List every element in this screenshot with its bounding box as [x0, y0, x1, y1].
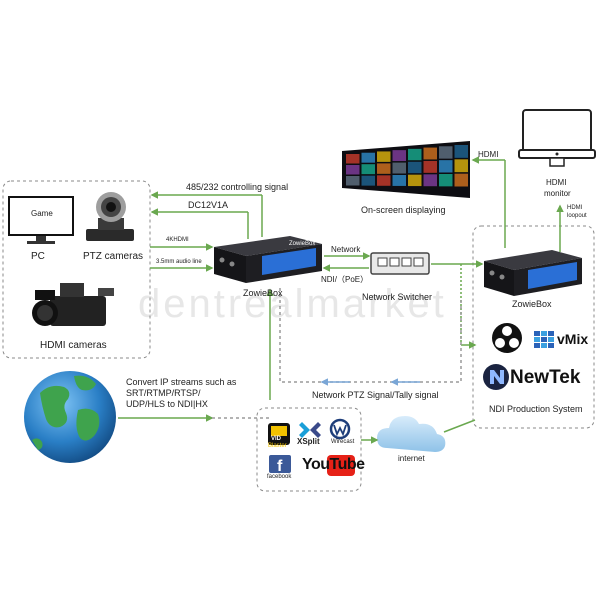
- pc-monitor-icon: [8, 196, 74, 244]
- vidblaster-logo: [268, 423, 290, 445]
- hdmi-monitor-label-2: monitor: [544, 189, 571, 198]
- newtek-label: NewTek: [510, 367, 581, 388]
- internet-label: internet: [398, 454, 425, 463]
- watermark-text: dentrealmarket: [138, 282, 447, 326]
- control-signal-label: 485/232 controlling signal: [186, 182, 289, 192]
- pc-label: PC: [31, 251, 45, 262]
- vidblaster-label-2: Blaster: [268, 443, 287, 449]
- connection-lines: [118, 156, 564, 444]
- xsplit-label: XSplit: [297, 437, 320, 446]
- cloud-icon: [377, 416, 446, 452]
- platforms-group-box: [256, 407, 362, 492]
- hdmi-cameras-label: HDMI cameras: [40, 340, 107, 351]
- network-switcher-label: Network Switcher: [362, 292, 433, 302]
- source-group-box: [2, 180, 151, 359]
- hdmi-loopout-label-2: loopout: [567, 213, 587, 219]
- zowiebox-brand-label: ZowieBox: [289, 241, 316, 247]
- youtube-label: YouTube: [302, 456, 365, 473]
- youtube-logo: [327, 455, 355, 476]
- ptz-cameras-label: PTZ cameras: [83, 251, 144, 262]
- power-label: DC12V1A: [188, 200, 229, 210]
- hdmi-monitor-icon: [518, 109, 596, 167]
- vidblaster-label-1: VID: [271, 436, 282, 442]
- hdmi-4k-label: 4KHDMI: [166, 237, 189, 243]
- pc-screen-label: Game: [31, 209, 53, 218]
- streaming-line-1: Convert IP streams such as: [126, 377, 237, 387]
- ptz-camera-icon: [86, 192, 134, 241]
- production-title: NDI Production System: [489, 404, 583, 414]
- audio-line-label: 3.5mm audio line: [156, 259, 202, 265]
- globe-icon: [24, 371, 116, 463]
- vmix-label: vMix: [557, 331, 589, 347]
- hdmi-loopout-label-1: HDMI: [567, 205, 583, 211]
- wirecast-label: Wirecast: [331, 439, 355, 445]
- vmix-logo: [534, 331, 554, 348]
- hdmi-monitor-label-1: HDMI: [546, 178, 567, 187]
- production-group-box: [472, 225, 595, 429]
- zowiebox-right-device: [484, 250, 582, 296]
- tally-signal-label: Network PTZ Signal/Tally signal: [312, 390, 439, 400]
- ndi-poe-label: NDI/（PoE）: [321, 275, 369, 284]
- streaming-line-3: UDP/HLS to NDI|HX: [126, 399, 208, 409]
- xsplit-logo: [299, 422, 321, 438]
- facebook-label: facebook: [267, 474, 292, 480]
- hdmi-top-label: HDMI: [478, 150, 499, 159]
- network-label: Network: [331, 245, 361, 254]
- onscreen-label: On-screen displaying: [361, 205, 446, 215]
- newtek-logo: [483, 364, 509, 390]
- video-wall-display: [342, 141, 470, 198]
- zowiebox-left-device: [214, 236, 322, 283]
- wirecast-logo: [329, 418, 351, 440]
- network-switcher-device: [370, 252, 430, 275]
- svg-text:f: f: [277, 458, 283, 475]
- streaming-line-2: SRT/RTMP/RTSP/: [126, 388, 201, 398]
- zowiebox-left-label: ZowieBox: [243, 288, 283, 298]
- obs-logo: [492, 323, 522, 353]
- facebook-logo: f: [269, 455, 291, 475]
- hdmi-camera-icon: [32, 283, 114, 326]
- zowiebox-right-label: ZowieBox: [512, 299, 552, 309]
